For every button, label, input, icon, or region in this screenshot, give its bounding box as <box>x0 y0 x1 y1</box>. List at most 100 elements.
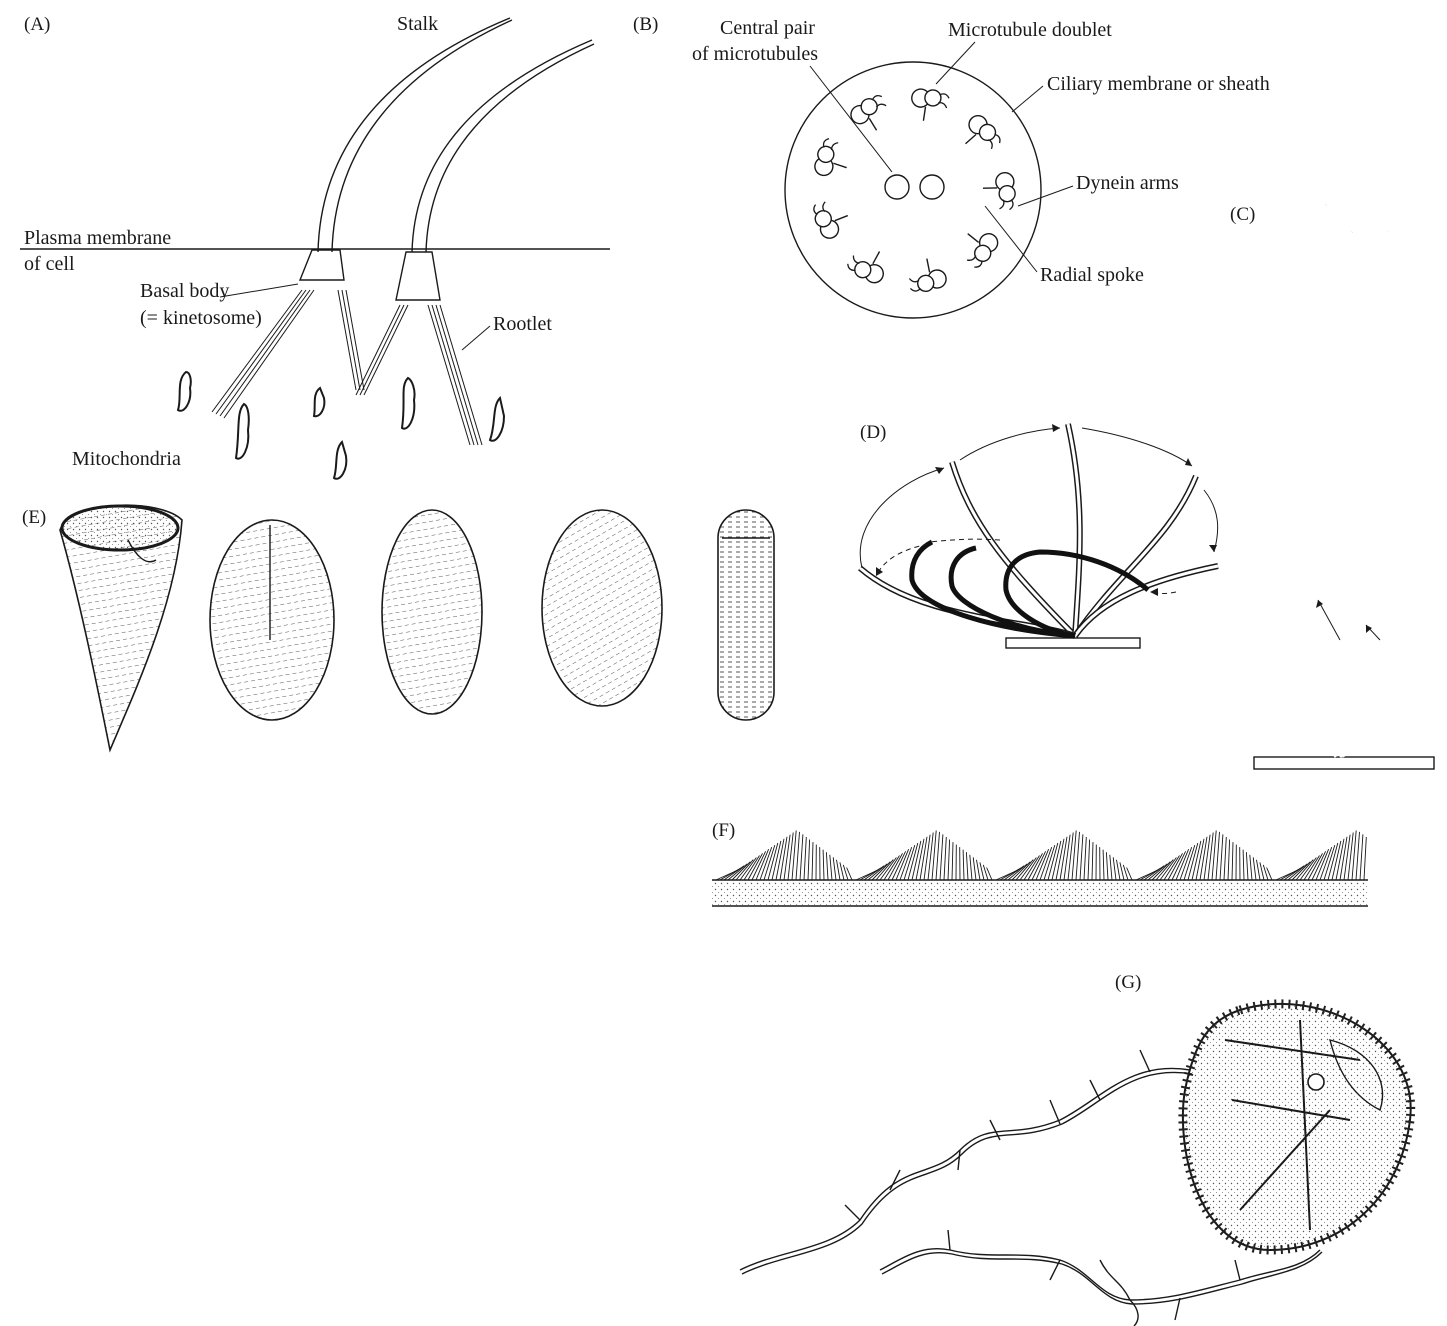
cilium-line <box>1106 852 1108 880</box>
doublet-leader <box>936 42 975 84</box>
rootlet-leader <box>462 326 490 350</box>
label-basal-body-line2: (= kinetosome) <box>140 307 262 329</box>
cilium-line <box>1224 837 1226 880</box>
cilium-line <box>833 857 836 880</box>
cilium-line <box>973 857 976 880</box>
metachronal-cilia <box>716 831 1366 881</box>
cilium-line <box>837 860 841 880</box>
panel-e-tag: (E) <box>22 507 46 528</box>
cilium-line <box>1084 837 1086 880</box>
central-microtubule-left <box>885 175 909 199</box>
microtubule-doublet <box>812 137 854 182</box>
cilium-line <box>812 842 813 880</box>
cilium-right <box>356 40 594 445</box>
panel-g: (G) <box>740 972 1411 1326</box>
arc-arrow-2 <box>960 428 1060 460</box>
cilium-line <box>752 851 766 880</box>
ciliate-oval-1 <box>210 520 334 720</box>
ciliate-oblong <box>718 510 774 720</box>
cilium-line <box>1103 850 1104 880</box>
helical-cilia <box>1295 205 1405 757</box>
panel-f: (F) <box>712 820 1368 906</box>
arc-arrow-1 <box>860 468 944 568</box>
panel-b-tag: (B) <box>633 14 658 35</box>
microtubule-doublet <box>845 241 893 287</box>
dynein-leader <box>1018 186 1073 206</box>
central-microtubule-right <box>920 175 944 199</box>
panel-d-base <box>1006 638 1140 648</box>
cilium-line <box>970 855 972 880</box>
cilium-line <box>977 860 981 880</box>
cilium-line <box>796 832 800 880</box>
cilium-line <box>1123 865 1128 880</box>
microtubule-doublet <box>954 222 1002 271</box>
cilium-line <box>952 842 953 880</box>
label-plasma-membrane-line2: of cell <box>24 253 75 275</box>
label-microtubule-doublet: Microtubule doublet <box>948 19 1112 41</box>
cilium-line <box>872 862 890 880</box>
cilium-line <box>1292 862 1310 880</box>
cilium-line <box>1250 855 1252 880</box>
cilium-line <box>1257 860 1261 880</box>
cilium-line <box>1216 832 1220 880</box>
panel-d: (D) <box>860 422 1218 648</box>
effective-stroke-cilia <box>860 424 1218 636</box>
cilium-line <box>1088 840 1090 881</box>
cilium-line <box>1220 834 1223 880</box>
mitochondria-group <box>178 372 504 479</box>
ciliate-trumpet <box>60 505 182 750</box>
microtubule-doublet <box>983 172 1016 210</box>
cilium-line <box>843 865 848 880</box>
cilium-line <box>1356 832 1360 880</box>
microtubule-doublet <box>905 256 948 295</box>
label-basal-body: Basal body <box>140 280 229 302</box>
cilium-line <box>732 862 750 880</box>
cilium-line <box>808 840 810 881</box>
microtubule-doublet <box>956 111 1004 160</box>
cilium-line <box>1152 862 1170 880</box>
microtubule-doublet <box>909 87 950 124</box>
ctenophore-body <box>1183 1004 1411 1250</box>
cilium-line <box>963 850 964 880</box>
cilium-line <box>1364 837 1366 880</box>
cilium-line <box>944 837 946 880</box>
cilium-line <box>948 840 950 881</box>
cilium-line <box>1360 834 1363 880</box>
ciliate-oval-2 <box>382 510 482 714</box>
cilium-line <box>892 851 906 880</box>
cilium-line <box>1092 842 1093 880</box>
cilium-line <box>1032 851 1046 880</box>
panel-d-tag: (D) <box>860 422 886 443</box>
panel-a: (A) Stalk Plasma membrane of cell Basal … <box>20 13 610 479</box>
arc-arrow-4 <box>1204 490 1218 552</box>
cilium-line <box>1232 842 1233 880</box>
panel-c: (C) <box>1230 204 1434 769</box>
cilium-line <box>1312 851 1326 880</box>
epithelium-layer <box>712 882 1368 906</box>
basal-body-leader <box>220 284 298 297</box>
panel-a-tag: (A) <box>24 14 50 35</box>
membrane-leader <box>1012 86 1043 112</box>
cilium-line <box>800 834 803 880</box>
cilium-line <box>1246 852 1248 880</box>
microtubule-doublet <box>847 92 895 139</box>
microtubule-doublet <box>810 195 853 241</box>
cilium-line <box>936 832 940 880</box>
cilium-line <box>1228 840 1230 881</box>
cilium-line <box>1263 865 1268 880</box>
cilium-line <box>804 837 806 880</box>
label-ciliary-membrane: Ciliary membrane or sheath <box>1047 73 1270 95</box>
cilium-line <box>966 852 968 880</box>
cilium-line <box>1243 850 1244 880</box>
panel-f-tag: (F) <box>712 820 735 841</box>
label-dynein-arms: Dynein arms <box>1076 172 1179 194</box>
label-stalk: Stalk <box>397 13 438 35</box>
cilium-line <box>826 852 828 880</box>
cilium-line <box>1113 857 1116 880</box>
cilium-line <box>1172 851 1186 880</box>
panel-c-tag: (C) <box>1230 204 1255 225</box>
cilium-line <box>940 834 943 880</box>
cilium-line <box>1012 862 1030 880</box>
cilium-line <box>1076 832 1080 880</box>
panel-e: (E) <box>22 505 774 750</box>
